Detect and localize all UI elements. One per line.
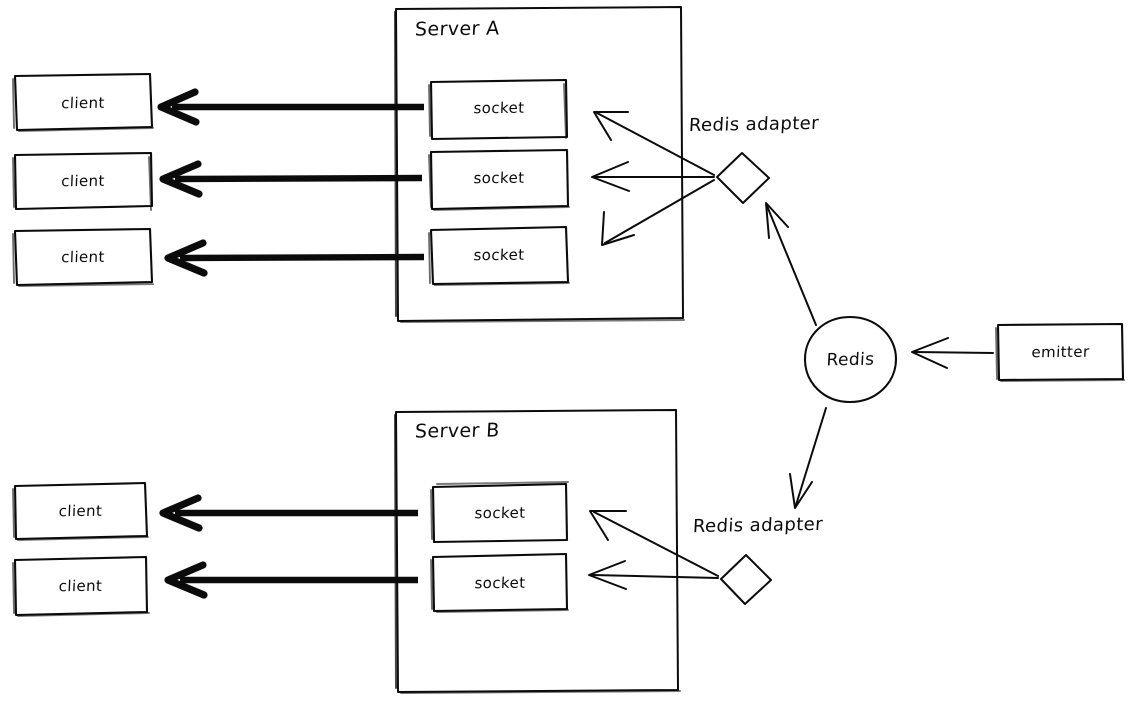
socket-box-a3[interactable] — [428, 225, 570, 286]
arrow-adapter-a-to-socket-a3 — [601, 179, 715, 246]
arrow-adapter-a-to-socket-a2 — [591, 161, 715, 192]
client-label-b1: client — [58, 501, 103, 521]
arrow-emitter-to-redis — [911, 337, 994, 369]
socket-label-a1: socket — [473, 98, 525, 118]
arrow-redis-to-adapter-b — [789, 407, 827, 509]
arrow-socket-to-client-b2 — [164, 561, 418, 599]
socket-label-b2: socket — [474, 573, 526, 593]
client-label-a3: client — [60, 247, 106, 267]
client-label-a1: client — [60, 93, 106, 113]
socket-box-a2[interactable] — [428, 148, 570, 211]
server-b-title: Server B — [414, 419, 501, 443]
server-b-container[interactable] — [394, 409, 681, 694]
redis-adapter-b-label: Redis adapter — [692, 513, 824, 538]
arrow-adapter-b-to-socket-b2 — [588, 560, 719, 590]
socket-label-a3: socket — [473, 245, 525, 265]
socket-label-a2: socket — [473, 168, 525, 188]
client-box-a1[interactable] — [12, 72, 154, 132]
client-label-a2: client — [60, 171, 106, 191]
redis-adapter-a-diamond[interactable] — [716, 152, 770, 204]
socket-box-b1[interactable] — [430, 481, 569, 544]
client-label-b2: client — [58, 576, 103, 596]
arrow-socket-to-client-a1 — [157, 88, 424, 126]
redis-adapter-b-diamond[interactable] — [720, 554, 772, 605]
socket-label-b1: socket — [474, 503, 526, 523]
socket-box-b2[interactable] — [430, 552, 569, 613]
arrow-adapter-b-to-socket-b1 — [589, 510, 719, 577]
arrow-socket-to-client-a3 — [164, 239, 425, 277]
arrow-socket-to-client-a2 — [159, 160, 423, 198]
arrow-socket-to-client-b1 — [159, 494, 418, 532]
arrow-redis-to-adapter-a — [765, 202, 817, 326]
emitter-box[interactable] — [995, 322, 1125, 382]
redis-node[interactable] — [803, 315, 898, 404]
redis-adapter-a-label: Redis adapter — [688, 112, 820, 137]
arrow-adapter-a-to-socket-a1 — [593, 111, 715, 176]
client-box-a3[interactable] — [12, 227, 154, 287]
server-a-title: Server A — [414, 17, 501, 41]
client-box-b2[interactable] — [12, 555, 150, 617]
client-box-a2[interactable] — [12, 151, 154, 211]
client-box-b1[interactable] — [12, 481, 149, 541]
socket-box-a1[interactable] — [428, 78, 569, 141]
server-a-container[interactable] — [394, 6, 685, 323]
emitter-label: emitter — [1031, 342, 1090, 362]
redis-label: Redis — [825, 349, 875, 371]
